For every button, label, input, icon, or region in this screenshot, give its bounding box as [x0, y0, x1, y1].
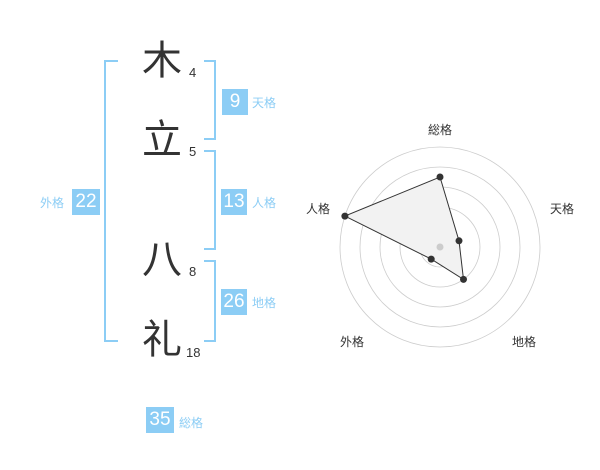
soukaku-label: 総格	[179, 416, 204, 430]
soukaku-score-badge: 35	[146, 407, 174, 433]
stroke-count-3: 8	[189, 264, 197, 279]
radar-axis-label-tenkaku: 天格	[550, 201, 574, 216]
name-char-4: 礼	[142, 317, 182, 363]
radar-axis-label-gaikaku: 外格	[340, 334, 364, 349]
radar-axis-label-jinkaku: 人格	[306, 201, 330, 216]
jinkaku-label: 人格	[252, 196, 277, 210]
radar-point-3	[460, 275, 467, 283]
tenkaku-label: 天格	[252, 96, 277, 110]
tenkaku-bracket	[204, 60, 216, 140]
chikaku-score-badge: 26	[221, 289, 247, 315]
tenkaku-score-badge: 9	[222, 89, 248, 115]
chikaku-bracket	[204, 260, 216, 342]
stroke-count-4: 18	[186, 345, 201, 360]
radar-area	[343, 176, 465, 281]
stroke-count-2: 5	[189, 144, 197, 159]
gaikaku-label: 外格	[40, 196, 65, 210]
gaikaku-bracket	[104, 60, 118, 342]
radar-point-1	[436, 173, 444, 181]
radar-center-dot	[436, 243, 444, 251]
radar-axis-label-soukaku: 総格	[428, 122, 452, 137]
chikaku-label: 地格	[252, 296, 277, 310]
jinkaku-bracket	[204, 150, 216, 250]
radar-point-4	[427, 255, 435, 263]
name-char-2: 立	[142, 117, 182, 163]
name-char-1: 木	[142, 38, 182, 84]
name-char-3: 八	[142, 237, 182, 283]
radar-ring-5	[339, 146, 541, 348]
radar-axis-label-chikaku: 地格	[512, 334, 536, 349]
radar-ring-4	[359, 166, 521, 328]
radar-point-5	[341, 212, 349, 220]
jinkaku-score-badge: 13	[221, 189, 247, 215]
gaikaku-score-badge: 22	[72, 189, 100, 215]
radar-point-2	[455, 237, 463, 245]
stroke-count-1: 4	[189, 65, 197, 80]
